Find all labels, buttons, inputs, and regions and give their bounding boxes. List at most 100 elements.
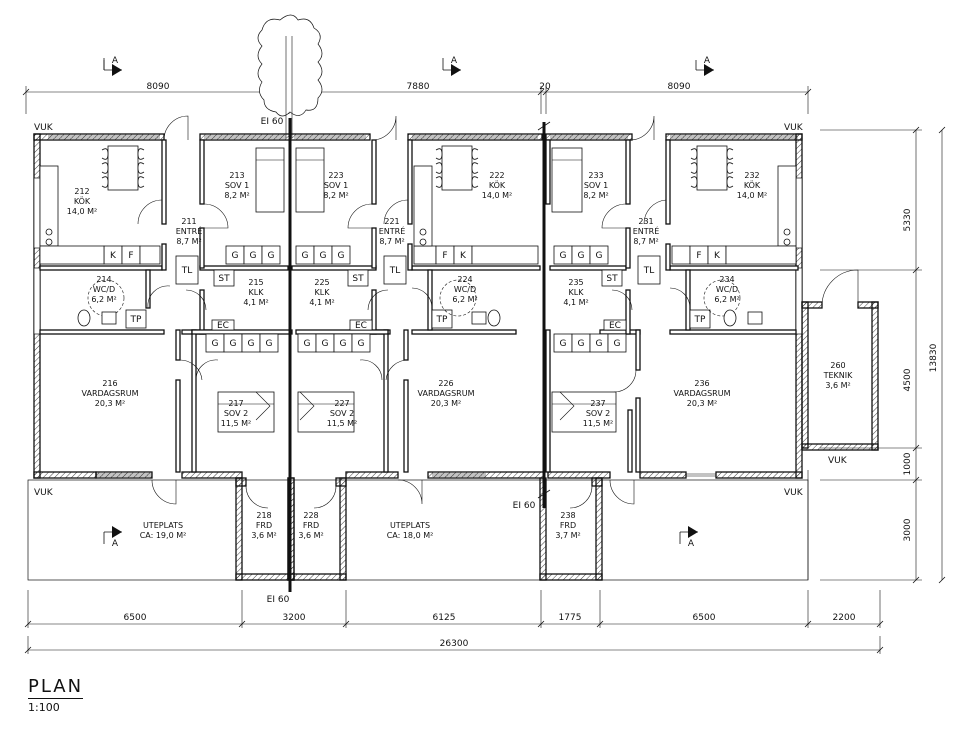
dimension-tick bbox=[22, 88, 30, 96]
kitchen-counter bbox=[671, 245, 691, 265]
wardrobe-label: G bbox=[614, 339, 621, 349]
room-area: 14,0 M² bbox=[482, 191, 512, 200]
wardrobe bbox=[589, 245, 609, 265]
drying-cabinet bbox=[383, 255, 407, 285]
room-name: VARDAGSRUM bbox=[418, 389, 475, 398]
dimension-tick bbox=[537, 620, 545, 628]
exterior-wall bbox=[665, 133, 803, 141]
room-area: 20,3 M² bbox=[687, 399, 717, 408]
room-area: 4,1 M² bbox=[309, 298, 334, 307]
interior-wall bbox=[291, 265, 377, 271]
room-number: 236 bbox=[694, 379, 709, 388]
shower-area bbox=[703, 279, 741, 317]
electrical-panel-label: EC bbox=[355, 321, 367, 331]
bottom-dimension-value: 1775 bbox=[559, 613, 582, 623]
wardrobe-label: G bbox=[358, 339, 365, 349]
room-number: 215 bbox=[248, 278, 263, 287]
door-swing bbox=[163, 115, 189, 141]
drying-cabinet bbox=[175, 255, 199, 285]
interior-wall bbox=[627, 409, 633, 473]
wardrobe-label: G bbox=[320, 251, 327, 261]
room-number: 237 bbox=[590, 399, 605, 408]
room-area: 8,7 M² bbox=[379, 237, 404, 246]
door-swing bbox=[367, 289, 389, 311]
interior-wall bbox=[545, 139, 551, 205]
room-area: 4,1 M² bbox=[243, 298, 268, 307]
top-dimension-value: 20 bbox=[539, 82, 551, 92]
interior-wall bbox=[175, 329, 181, 361]
storage-wall bbox=[595, 477, 603, 581]
door-swing bbox=[669, 287, 691, 309]
drawing-title-block: PLAN 1:100 bbox=[28, 676, 84, 714]
room-number: 223 bbox=[328, 171, 343, 180]
bottom-dimension-value: 3200 bbox=[283, 613, 306, 623]
door-swing bbox=[383, 199, 409, 225]
room-number: 213 bbox=[229, 171, 244, 180]
room-name: WC/D bbox=[454, 285, 476, 294]
dining-table bbox=[107, 145, 139, 191]
chair bbox=[690, 148, 698, 160]
kitchen-counter bbox=[413, 165, 433, 247]
chair bbox=[137, 176, 145, 188]
door-swing bbox=[397, 479, 423, 505]
exterior-wall bbox=[33, 471, 97, 479]
room-name: KLK bbox=[315, 288, 331, 297]
fire-wall-tick bbox=[537, 121, 551, 131]
dimension-tick bbox=[537, 88, 545, 96]
room-name: SOV 2 bbox=[224, 409, 248, 418]
room-area: CA: 18,0 M² bbox=[387, 531, 434, 540]
room-number: 232 bbox=[744, 171, 759, 180]
dimension-tick bbox=[912, 126, 920, 134]
toilet bbox=[77, 309, 91, 327]
teknik-wall bbox=[801, 301, 823, 309]
room-area: 11,5 M² bbox=[583, 419, 613, 428]
chair bbox=[726, 162, 734, 174]
interior-wall bbox=[161, 243, 167, 271]
dimension-tick bbox=[804, 620, 812, 628]
wardrobe bbox=[261, 245, 281, 265]
room-area: 8,2 M² bbox=[583, 191, 608, 200]
vuk-label: VUK bbox=[34, 488, 54, 498]
washbasin bbox=[471, 311, 487, 325]
bed-corner-detail bbox=[559, 391, 575, 421]
interior-wall bbox=[161, 139, 167, 225]
wardrobe bbox=[331, 245, 351, 265]
room-area: 11,5 M² bbox=[327, 419, 357, 428]
room-name: SOV 2 bbox=[330, 409, 354, 418]
room-number: 222 bbox=[489, 171, 504, 180]
interior-wall bbox=[549, 265, 627, 271]
storage-cabinet bbox=[347, 269, 369, 287]
bed-corner-detail bbox=[255, 391, 271, 421]
exterior-wall bbox=[407, 133, 543, 141]
door-swing bbox=[359, 359, 383, 381]
wardrobe bbox=[607, 333, 627, 353]
wardrobe-label: G bbox=[268, 251, 275, 261]
room-number: 218 bbox=[256, 511, 271, 520]
wardrobe-label: G bbox=[212, 339, 219, 349]
room-number: 217 bbox=[228, 399, 243, 408]
room-area: 8,7 M² bbox=[633, 237, 658, 246]
room-name: SOV 1 bbox=[584, 181, 608, 190]
interior-wall bbox=[199, 265, 289, 271]
room-name: VARDAGSRUM bbox=[82, 389, 139, 398]
interior-wall bbox=[411, 329, 517, 335]
shower-area bbox=[87, 279, 125, 317]
interior-wall bbox=[371, 139, 377, 205]
room-name: WC/D bbox=[93, 285, 115, 294]
exterior-wall bbox=[33, 133, 165, 141]
stove-ring bbox=[783, 228, 791, 236]
dimension-tick bbox=[938, 126, 946, 134]
interior-wall bbox=[39, 329, 165, 335]
room-number: 226 bbox=[438, 379, 453, 388]
storage-wall bbox=[235, 477, 243, 581]
kitchen-freezer-label: F bbox=[696, 251, 701, 261]
dimension-tick bbox=[912, 576, 920, 584]
dimension-tick bbox=[912, 266, 920, 274]
dimension-tick bbox=[912, 444, 920, 452]
section-arrow bbox=[112, 64, 122, 76]
room-name: WC/D bbox=[716, 285, 738, 294]
room-area: 6,2 M² bbox=[91, 295, 116, 304]
electrical-panel-label: EC bbox=[217, 321, 229, 331]
room-area: 3,6 M² bbox=[298, 531, 323, 540]
room-number: 214 bbox=[96, 275, 111, 284]
